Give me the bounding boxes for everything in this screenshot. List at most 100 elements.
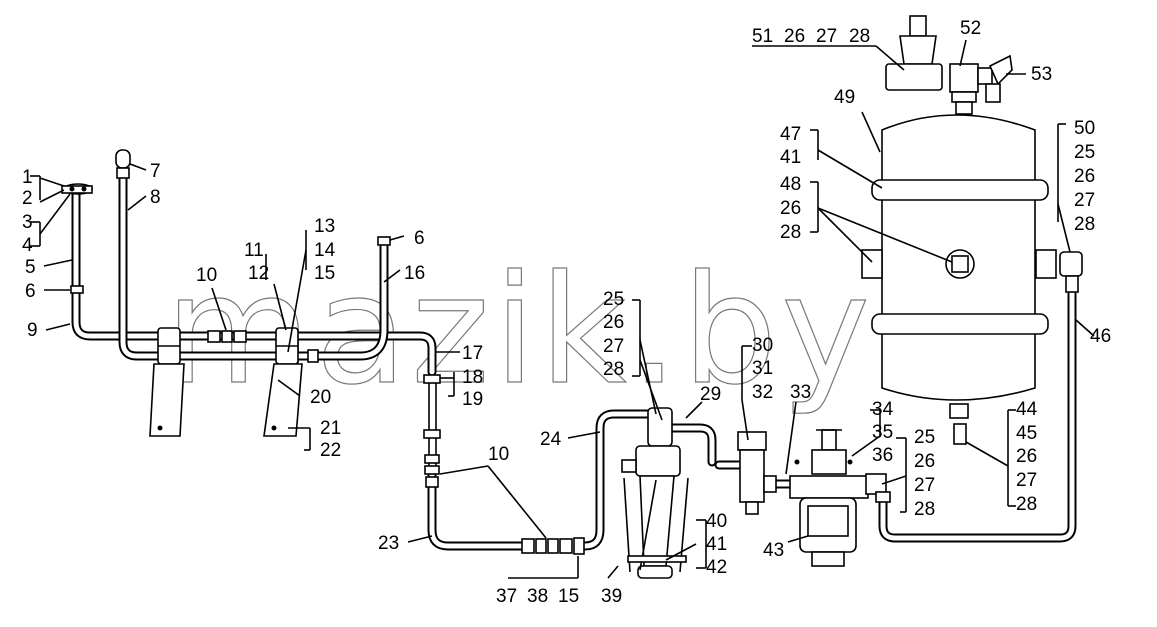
coupling-10b [521, 537, 585, 555]
callout-35: 35 [872, 422, 893, 443]
top-valves [885, 15, 1013, 115]
bracket-20 [263, 363, 303, 437]
callout-49: 49 [834, 87, 855, 108]
clamp-left [157, 327, 181, 365]
callout-1: 1 [22, 167, 33, 188]
callout-25: 25 [914, 427, 935, 448]
callout-28: 28 [603, 359, 624, 380]
callout-24: 24 [540, 429, 562, 450]
callout-19: 19 [462, 389, 483, 410]
callout-labels: 1 2 3 4 5 6 6 7 8 9 10 10 11 12 13 14 15… [22, 18, 1111, 607]
filter-43 [789, 429, 891, 567]
callout-28: 28 [1016, 494, 1037, 515]
callout-51: 51 [752, 26, 773, 47]
callout-37: 37 [496, 586, 517, 607]
callout-27: 27 [1016, 470, 1037, 491]
air-tank-49 [861, 114, 1083, 445]
callout-11: 11 [244, 240, 264, 261]
callout-27: 27 [914, 475, 935, 496]
pipe-8 [118, 171, 315, 361]
callout-18: 18 [462, 367, 483, 388]
callout-5: 5 [25, 257, 36, 278]
callout-10: 10 [196, 265, 217, 286]
callout-36: 36 [872, 445, 893, 466]
callout-43: 43 [763, 540, 784, 561]
callout-38: 38 [527, 586, 548, 607]
callout-26: 26 [780, 198, 801, 219]
valve-30 [737, 431, 777, 515]
pipe-46 [878, 287, 1077, 543]
callout-28: 28 [849, 26, 870, 47]
callout-2: 2 [22, 188, 33, 209]
callout-8: 8 [150, 187, 161, 208]
valve-assembly-39 [621, 407, 689, 579]
callout-52: 52 [960, 18, 981, 39]
valve-head-1 [61, 183, 93, 195]
pipe-29 [667, 423, 717, 467]
callout-53: 53 [1031, 64, 1052, 85]
callout-15: 15 [314, 263, 335, 284]
callout-17: 17 [462, 343, 483, 364]
callout-42: 42 [706, 557, 727, 578]
callout-29: 29 [700, 384, 721, 405]
callout-44: 44 [1016, 399, 1038, 420]
leader-lines [30, 39, 1095, 579]
callout-25: 25 [1074, 142, 1095, 163]
bracket-left [149, 363, 185, 437]
callout-3: 3 [22, 212, 33, 233]
callout-48: 48 [780, 174, 801, 195]
callout-21: 21 [320, 418, 341, 439]
callout-12: 12 [248, 263, 269, 284]
callout-15: 15 [558, 586, 579, 607]
callout-39: 39 [601, 586, 622, 607]
cap-7 [115, 149, 131, 179]
callout-26: 26 [914, 451, 935, 472]
callout-26: 26 [784, 26, 805, 47]
callout-27: 27 [603, 336, 624, 357]
callout-28: 28 [780, 222, 801, 243]
callout-9: 9 [27, 320, 38, 341]
callout-41: 41 [780, 147, 801, 168]
rod-fittings [423, 374, 441, 488]
callout-16: 16 [404, 263, 425, 284]
pipe-24 [580, 409, 655, 551]
callout-26: 26 [1074, 166, 1095, 187]
callout-6: 6 [414, 228, 425, 249]
callout-26: 26 [603, 312, 624, 333]
callout-26: 26 [1016, 446, 1037, 467]
callout-47: 47 [780, 124, 801, 145]
callout-23: 23 [378, 533, 399, 554]
callout-27: 27 [816, 26, 837, 47]
fitting-joint [307, 349, 319, 363]
callout-41: 41 [706, 534, 727, 555]
coupling-10a [207, 330, 247, 343]
fitting-6b [377, 236, 391, 246]
callout-4: 4 [22, 235, 33, 256]
callout-28: 28 [914, 499, 935, 520]
callout-46: 46 [1090, 326, 1111, 347]
callout-14: 14 [314, 240, 336, 261]
callout-34: 34 [872, 399, 894, 420]
callout-25: 25 [603, 289, 624, 310]
callout-6: 6 [25, 281, 36, 302]
callout-10: 10 [488, 444, 509, 465]
callout-13: 13 [314, 216, 335, 237]
callout-40: 40 [706, 511, 727, 532]
callout-28: 28 [1074, 214, 1095, 235]
pipe-23 [427, 465, 530, 551]
callout-7: 7 [150, 161, 161, 182]
callout-22: 22 [320, 440, 341, 461]
callout-50: 50 [1074, 118, 1095, 139]
callout-45: 45 [1016, 423, 1037, 444]
callout-32: 32 [752, 382, 773, 403]
pipe-16 [313, 237, 389, 361]
callout-31: 31 [752, 358, 773, 379]
pipe-9 [71, 188, 437, 377]
callout-20: 20 [310, 387, 331, 408]
callout-27: 27 [1074, 190, 1095, 211]
callout-30: 30 [752, 335, 773, 356]
callout-33: 33 [790, 382, 811, 403]
fitting-6a [70, 285, 84, 294]
